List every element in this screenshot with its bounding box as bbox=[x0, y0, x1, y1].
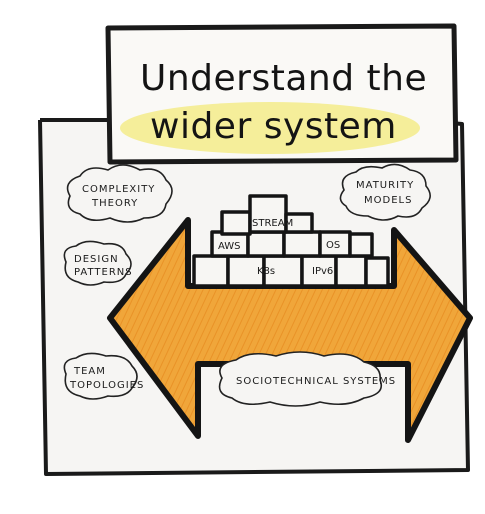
block-labels: STREAM AWS OS K8s IPv6 bbox=[218, 218, 340, 277]
cloud-socio-label: SOCIOTECHNICAL SYSTEMS bbox=[236, 376, 396, 387]
block-stack bbox=[192, 194, 390, 288]
block-ipv6: IPv6 bbox=[312, 266, 333, 277]
cloud-team-line-1: TEAM bbox=[73, 366, 106, 377]
double-arrow bbox=[107, 217, 473, 443]
cloud-design-patterns: DESIGN PATTERNS bbox=[63, 240, 133, 286]
cloud-complexity-line-2: THEORY bbox=[91, 198, 138, 209]
title-highlight bbox=[120, 102, 420, 154]
block-os: OS bbox=[326, 240, 340, 251]
title-line-1: Understand the bbox=[140, 58, 427, 99]
cloud-complexity-line-1: COMPLEXITY bbox=[82, 184, 155, 195]
cloud-sociotechnical-systems: SOCIOTECHNICAL SYSTEMS bbox=[218, 351, 396, 407]
block-k8s: K8s bbox=[257, 266, 275, 277]
cloud-team-topologies: TEAM TOPOLOGIES bbox=[63, 352, 144, 400]
cloud-design-line-1: DESIGN bbox=[74, 254, 119, 265]
block-stream: STREAM bbox=[252, 218, 293, 229]
block-aws: AWS bbox=[218, 241, 241, 252]
cloud-maturity-line-2: MODELS bbox=[364, 195, 412, 206]
cloud-maturity-line-1: MATURITY bbox=[356, 180, 414, 191]
title-box: Understand the wider system bbox=[105, 23, 459, 165]
cloud-team-line-2: TOPOLOGIES bbox=[69, 380, 144, 391]
cloud-design-line-2: PATTERNS bbox=[74, 267, 133, 278]
cloud-maturity-models: MATURITY MODELS bbox=[339, 163, 431, 221]
cloud-complexity-theory: COMPLEXITY THEORY bbox=[66, 164, 173, 223]
title-line-2: wider system bbox=[150, 106, 397, 147]
